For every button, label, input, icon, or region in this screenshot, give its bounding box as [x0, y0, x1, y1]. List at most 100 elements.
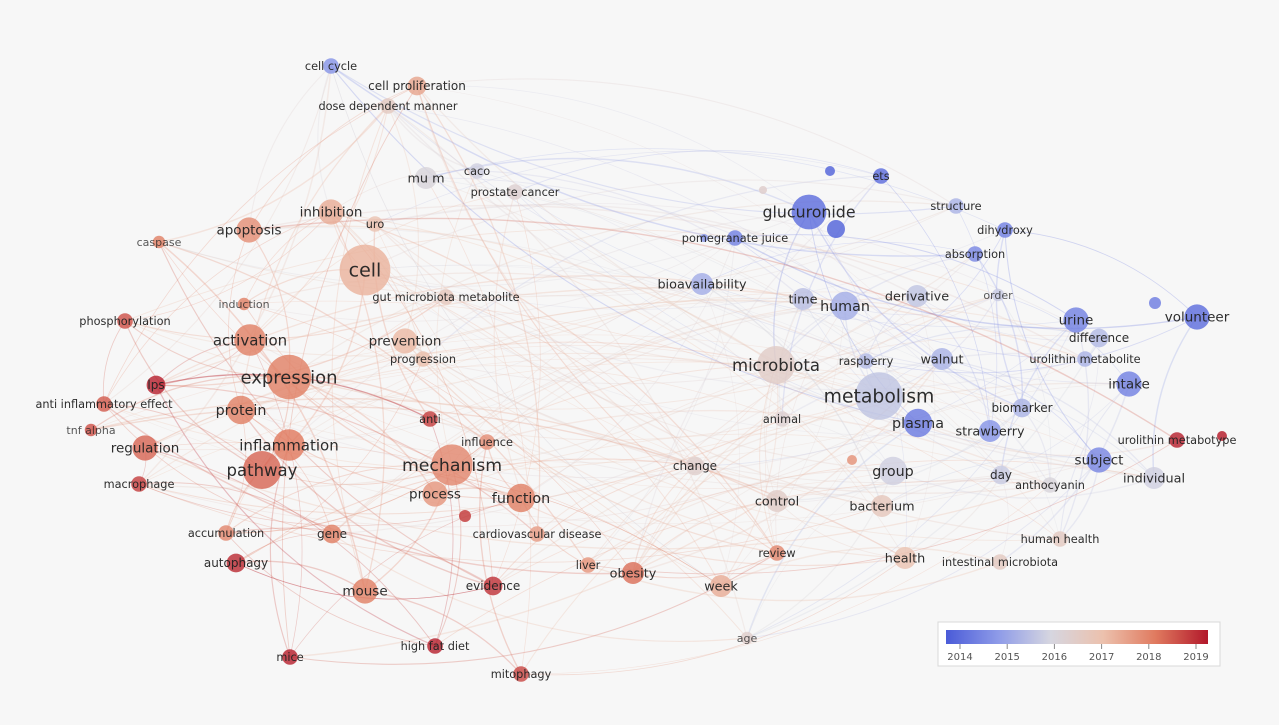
node-mitophagy[interactable] — [513, 666, 529, 682]
node-label-group: group — [872, 464, 914, 480]
network-edge — [1000, 319, 1077, 476]
node-mechanism[interactable] — [431, 444, 473, 486]
node-microbiota[interactable] — [757, 346, 795, 384]
node-pathway[interactable] — [243, 451, 281, 489]
network-edge — [289, 358, 943, 658]
node-prostate-cancer[interactable] — [507, 184, 523, 200]
node-group[interactable] — [878, 456, 908, 486]
node-pomegranate-juice[interactable] — [727, 230, 743, 246]
node-inhibition[interactable] — [318, 199, 344, 225]
node-anthocyanin[interactable] — [1042, 477, 1058, 493]
node-process[interactable] — [422, 481, 448, 507]
node-intake[interactable] — [1116, 371, 1142, 397]
node-ets[interactable] — [873, 168, 889, 184]
node-caspase[interactable] — [152, 235, 166, 249]
node-autophagy[interactable] — [226, 553, 246, 573]
node-dose-dependent-manner[interactable] — [380, 98, 396, 114]
node-change[interactable] — [685, 456, 705, 476]
node-cell[interactable] — [339, 244, 391, 296]
node-prevention[interactable] — [392, 328, 418, 354]
node-bacterium[interactable] — [871, 495, 893, 517]
node-inflammation[interactable] — [273, 429, 305, 461]
node-difference[interactable] — [1089, 328, 1109, 348]
node-age[interactable] — [740, 631, 754, 645]
node-animal[interactable] — [774, 411, 790, 427]
network-edge — [775, 253, 976, 366]
node-biomarker[interactable] — [1012, 398, 1032, 418]
node-anti-inflammatory-effect[interactable] — [96, 396, 112, 412]
node-influence[interactable] — [479, 434, 495, 450]
node-review[interactable] — [769, 545, 785, 561]
node-macrophage[interactable] — [131, 476, 147, 492]
node-health[interactable] — [894, 547, 916, 569]
node-obesity[interactable] — [622, 562, 644, 584]
node-label-obesity: obesity — [610, 566, 657, 581]
node-strawberry[interactable] — [979, 420, 1001, 442]
node-time[interactable] — [792, 288, 814, 310]
node-anti[interactable] — [422, 411, 438, 427]
node-absorption[interactable] — [967, 246, 983, 262]
node-cardiovascular-disease[interactable] — [529, 526, 545, 542]
node-uro[interactable] — [367, 216, 383, 232]
node-label-change: change — [673, 459, 717, 473]
node-regulation[interactable] — [132, 435, 158, 461]
node-function[interactable] — [506, 483, 536, 513]
node-volunteer[interactable] — [1184, 304, 1210, 330]
node-structure[interactable] — [948, 198, 964, 214]
node-mu-m[interactable] — [415, 167, 437, 189]
node-tnf-alpha[interactable] — [84, 423, 98, 437]
node-caco[interactable] — [469, 163, 485, 179]
node-plasma[interactable] — [903, 408, 933, 438]
network-edge — [520, 237, 736, 499]
node-label-metabolism: metabolism — [824, 387, 935, 408]
node-activation[interactable] — [234, 324, 266, 356]
node-gut-microbiota-metabolite[interactable] — [438, 289, 454, 305]
network-edge — [248, 204, 1086, 360]
node-metabolism[interactable] — [855, 372, 903, 420]
node-lps[interactable] — [146, 375, 166, 395]
node-subject[interactable] — [1086, 447, 1112, 473]
network-edge — [701, 283, 740, 587]
node-individual[interactable] — [1143, 467, 1165, 489]
node-apoptosis[interactable] — [236, 217, 262, 243]
node-week[interactable] — [710, 575, 732, 597]
node-protein[interactable] — [226, 395, 256, 425]
node-intestinal-microbiota[interactable] — [992, 554, 1008, 570]
node-urolithin-metabolite[interactable] — [1077, 351, 1093, 367]
node-label-tnf-alpha: tnf alpha — [66, 424, 115, 437]
node-control[interactable] — [766, 490, 788, 512]
node-liver[interactable] — [580, 557, 596, 573]
node-mouse[interactable] — [352, 578, 378, 604]
network-edge — [434, 464, 462, 647]
node-human-health[interactable] — [1052, 531, 1068, 547]
network-edge — [364, 205, 957, 297]
node-raspberry[interactable] — [858, 353, 874, 369]
node-human[interactable] — [830, 291, 860, 321]
network-edge — [632, 383, 1130, 574]
node-dihydroxy[interactable] — [997, 222, 1013, 238]
node-walnut[interactable] — [931, 348, 953, 370]
network-edge — [158, 211, 810, 287]
network-edge — [746, 422, 919, 639]
network-edge — [288, 376, 436, 495]
node-mice[interactable] — [282, 649, 298, 665]
network-edge — [917, 422, 1178, 457]
node-derivative[interactable] — [906, 285, 928, 307]
node-evidence[interactable] — [483, 576, 503, 596]
node-gene[interactable] — [322, 524, 342, 544]
node-order[interactable] — [991, 288, 1005, 302]
node-urine[interactable] — [1063, 307, 1089, 333]
node-accumulation[interactable] — [218, 525, 234, 541]
node-label-subject: subject — [1075, 453, 1124, 469]
node-expression[interactable] — [266, 354, 312, 400]
node-cell-proliferation[interactable] — [407, 76, 427, 96]
node-induction[interactable] — [237, 297, 251, 311]
node-phosphorylation[interactable] — [117, 313, 133, 329]
node-bioavailability[interactable] — [691, 273, 713, 295]
node-progression[interactable] — [415, 351, 431, 367]
node-day[interactable] — [991, 465, 1011, 485]
node-urolithin-metabotype[interactable] — [1169, 432, 1185, 448]
node-cell-cycle[interactable] — [323, 58, 339, 74]
node-glucuronide[interactable] — [791, 194, 827, 230]
node-high-fat-diet[interactable] — [427, 638, 443, 654]
